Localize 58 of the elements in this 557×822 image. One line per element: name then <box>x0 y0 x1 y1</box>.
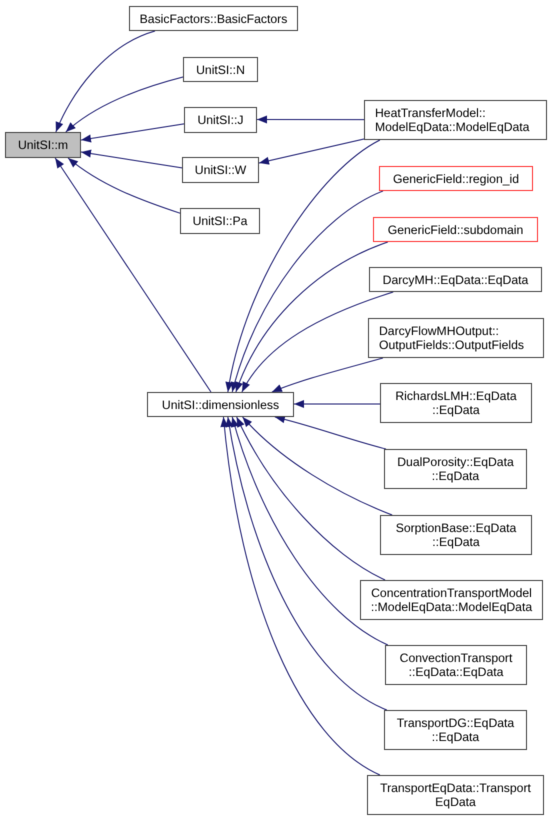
function-box <box>182 157 259 183</box>
function-box <box>147 392 294 417</box>
function-box <box>384 449 527 489</box>
function-name: UnitSI::J <box>197 113 244 127</box>
function-box <box>180 208 260 234</box>
function-name: ConvectionTransport ::EqData::EqData <box>398 651 514 679</box>
function-box <box>379 166 533 191</box>
call-arrow <box>55 30 156 132</box>
call-arrow <box>236 416 386 580</box>
function-name: RichardsLMH::EqData ::EqData <box>394 389 518 417</box>
call-arrow <box>54 158 212 392</box>
function-name: DarcyMH::EqData::EqData <box>382 272 528 286</box>
call-arrow <box>258 138 364 165</box>
call-arrow <box>231 190 384 392</box>
function-box <box>129 6 298 31</box>
function-name: TransportEqData::Transport EqData <box>379 781 532 809</box>
call-arrow <box>274 415 386 450</box>
function-name: UnitSI::W <box>194 163 246 177</box>
function-name: BasicFactors::BasicFactors <box>140 12 288 26</box>
function-name: HeatTransferModel:: ModelEqData::ModelEqData <box>375 106 530 134</box>
function-box <box>183 57 258 82</box>
call-arrow <box>80 123 184 142</box>
function-box <box>373 217 538 242</box>
call-arrow <box>256 116 364 124</box>
call-arrow <box>80 150 182 168</box>
call-arrow <box>226 416 388 710</box>
function-box <box>184 107 257 133</box>
function-name: TransportDG::EqData ::EqData <box>396 716 516 744</box>
function-box <box>380 515 532 555</box>
call-arrow <box>294 400 380 408</box>
function-box <box>364 100 547 140</box>
function-box <box>5 132 81 158</box>
function-name: UnitSI::dimensionless <box>162 398 280 412</box>
function-name: GenericField::subdomain <box>388 222 524 236</box>
call-arrow <box>220 416 380 776</box>
function-box <box>384 710 527 750</box>
function-box <box>360 580 543 620</box>
function-name: UnitSI::m <box>18 138 68 152</box>
function-name: SorptionBase::EqData ::EqData <box>394 521 518 549</box>
call-arrow <box>65 76 184 132</box>
call-arrow <box>271 358 384 392</box>
function-box <box>369 267 542 292</box>
call-arrow <box>241 292 394 392</box>
call-arrow <box>235 242 388 392</box>
function-box <box>368 318 544 358</box>
function-box <box>380 383 532 423</box>
function-name: ConcentrationTransportModel ::ModelEqData::ModelEqData <box>370 586 534 614</box>
function-name: UnitSI::Pa <box>192 214 248 228</box>
function-name: DarcyFlowMHOutput:: OutputFields::OutputFields <box>379 324 525 352</box>
function-name: UnitSI::N <box>196 62 245 76</box>
call-arrow <box>68 158 180 214</box>
call-arrow <box>231 416 388 646</box>
function-name: DualPorosity::EqData ::EqData <box>396 455 515 483</box>
call-arrow <box>242 416 393 516</box>
function-box <box>385 645 527 685</box>
call-arrow <box>226 140 380 392</box>
function-name: GenericField::region_id <box>392 172 519 186</box>
function-box <box>367 775 544 815</box>
